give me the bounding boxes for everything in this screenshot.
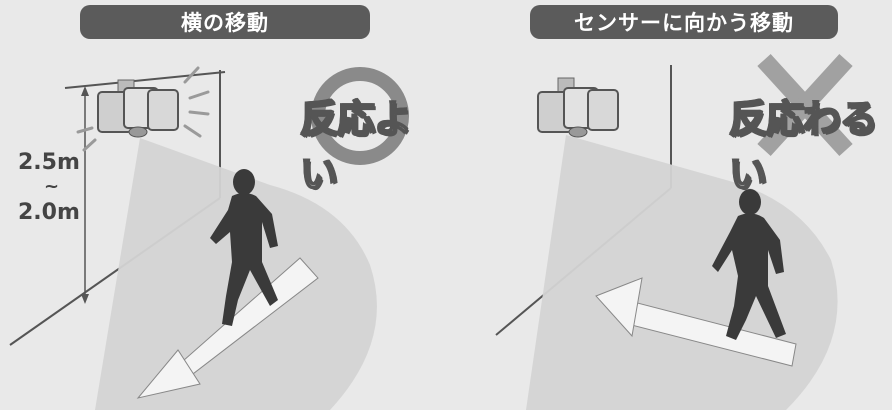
dimension-arrow-top-icon	[81, 86, 89, 96]
height-range-tilde: ~	[44, 176, 60, 197]
ceiling-line	[64, 71, 226, 89]
circle-mark-icon	[311, 67, 409, 165]
right-panel: センサーに向かう移動 反応わるい	[446, 0, 892, 410]
left-panel-title: 横の移動	[80, 5, 370, 39]
left-scene	[9, 66, 409, 410]
light-rays-icon	[76, 66, 210, 152]
cross-mark-icon	[757, 53, 853, 157]
movement-arrow-icon	[136, 257, 319, 399]
walking-person-icon	[712, 189, 786, 340]
right-panel-title: センサーに向かう移動	[530, 5, 838, 39]
walking-person-icon	[210, 169, 278, 326]
right-scene	[495, 53, 853, 410]
left-panel: 横の移動 反応よい 2.5m ~ 2.0m	[9, 5, 413, 410]
sensor-light-icon	[97, 79, 179, 138]
right-verdict-text: 反応わるい	[728, 96, 879, 197]
left-verdict-text: 反応よい	[299, 96, 413, 197]
height-max-label: 2.5m	[18, 150, 80, 175]
height-min-label: 2.0m	[18, 200, 80, 225]
movement-arrow-icon	[595, 277, 797, 367]
sensor-light-icon	[537, 77, 619, 138]
dimension-arrow-bottom-icon	[81, 294, 89, 304]
